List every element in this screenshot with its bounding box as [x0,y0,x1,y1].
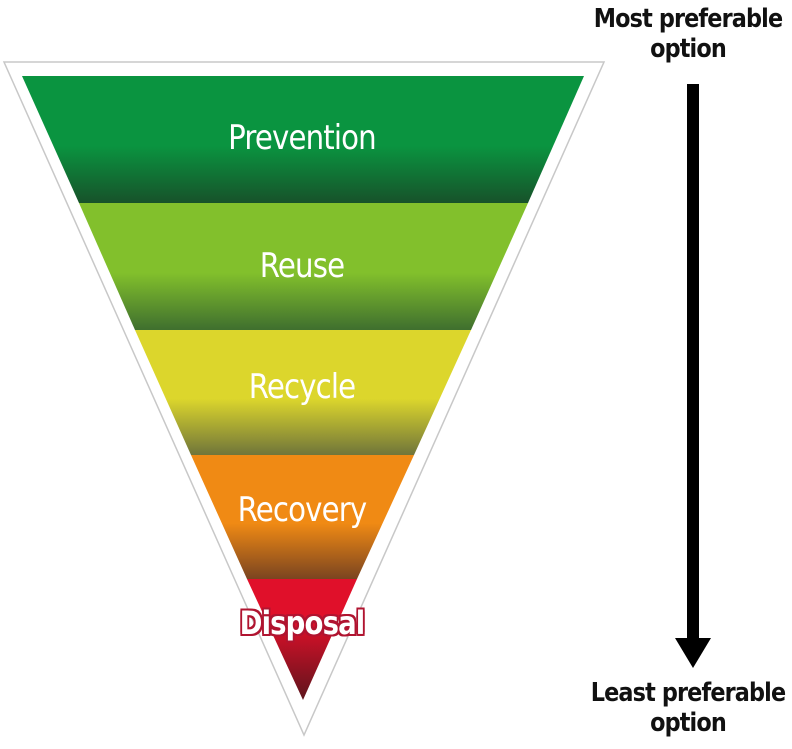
least-preferable-line2: option [650,708,727,738]
least-preferable-label: Least preferable option [585,678,791,738]
tier-prevention [22,76,584,203]
least-preferable-line1: Least preferable [590,678,786,708]
tier-disposal [247,579,357,700]
most-preferable-line1: Most preferable [593,4,783,34]
tier-label-prevention: Prevention [228,118,377,158]
tier-label-reuse: Reuse [259,246,345,286]
arrow-shaft [687,84,699,640]
arrow-down-icon [675,638,711,668]
tier-recovery [191,455,414,579]
tier-recycle [135,330,471,455]
tier-label-recovery: Recovery [237,490,368,530]
tier-label-disposal: Disposal [239,604,366,642]
most-preferable-line2: option [650,34,727,64]
tier-label-recycle: Recycle [248,367,356,407]
most-preferable-label: Most preferable option [585,4,791,64]
tier-reuse [79,203,528,330]
